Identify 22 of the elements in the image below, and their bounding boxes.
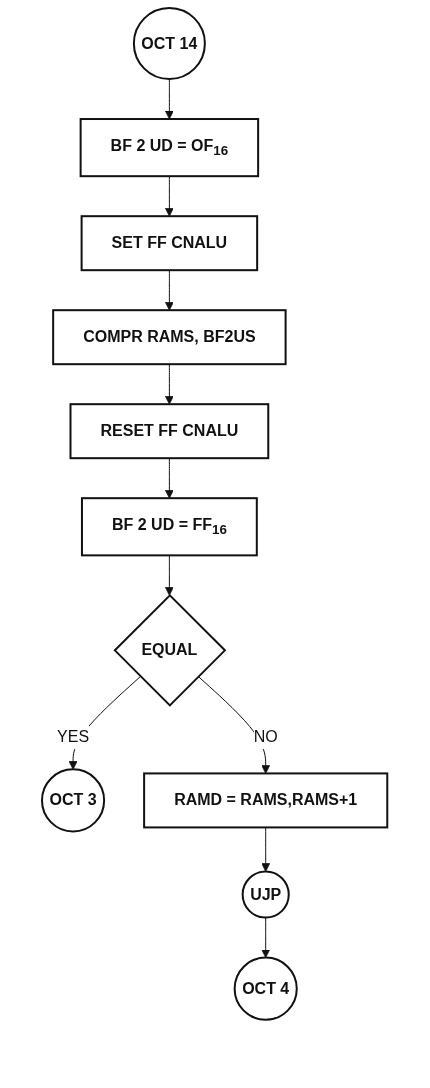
node-circle: OCT 4	[234, 956, 299, 1021]
node-circle: UJP	[242, 870, 291, 919]
node-box: SET FF CNALU	[80, 215, 259, 272]
node-box: RESET FF CNALU	[69, 403, 270, 460]
node-box: RAMD = RAMS,RAMS+1	[143, 772, 389, 829]
node-circle: OCT 3	[41, 768, 106, 833]
node-box: BF 2 UD = FF$_{16}$	[81, 497, 259, 557]
arrow	[261, 917, 271, 958]
arrow	[165, 457, 175, 499]
arrow	[165, 363, 175, 405]
arrow	[165, 78, 175, 120]
node-box: COMPR RAMS, BF2US	[52, 309, 287, 366]
node-diamond: EQUAL	[113, 593, 227, 707]
arrow	[165, 554, 175, 596]
edge-label: YES	[57, 728, 90, 746]
arrow	[198, 675, 271, 774]
edge-label: NO	[254, 728, 279, 746]
arrow	[261, 826, 271, 872]
node-box: BF 2 UD = OF$_{16}$	[80, 118, 260, 178]
node-circle: OCT 14	[133, 7, 207, 80]
arrow	[165, 175, 175, 217]
arrow	[165, 269, 175, 311]
